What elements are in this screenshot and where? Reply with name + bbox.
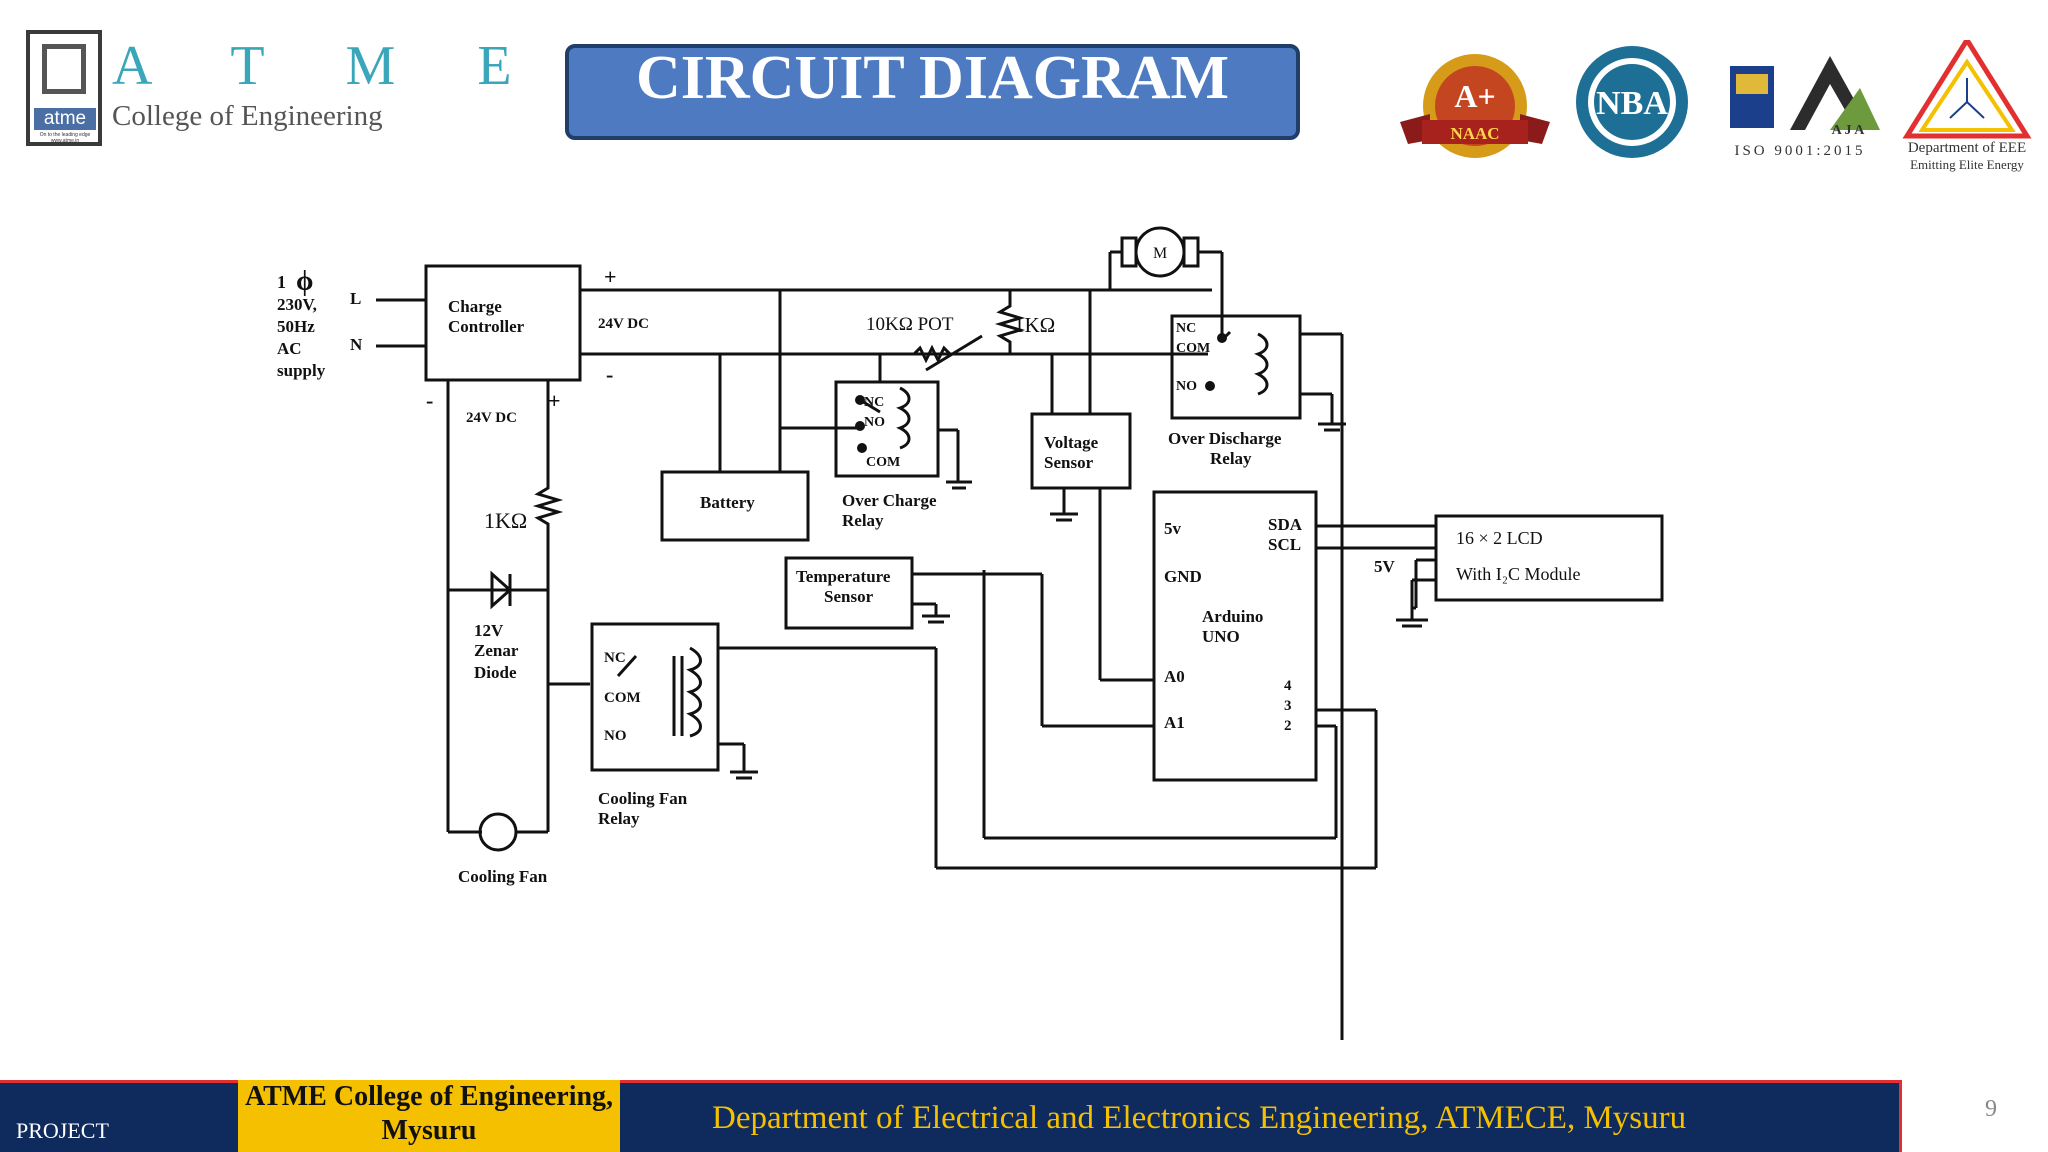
resistor-1k-top-icon bbox=[994, 290, 1026, 354]
arduino-pin-3: 3 bbox=[1284, 698, 1292, 714]
cfr-no: NO bbox=[604, 728, 627, 744]
charge-controller-label-2: Controller bbox=[448, 317, 525, 336]
ocr-nc: NC bbox=[864, 395, 884, 410]
odr-no: NO bbox=[1176, 379, 1197, 394]
naac-grade: A+ bbox=[1454, 78, 1495, 114]
plus-top: + bbox=[604, 264, 617, 289]
arduino-pin-2: 2 bbox=[1284, 718, 1292, 734]
temperature-sensor-label-2: Sensor bbox=[824, 587, 874, 606]
over-discharge-relay-box bbox=[1170, 314, 1302, 420]
footer-department: Department of Electrical and Electronics… bbox=[712, 1100, 1687, 1136]
lcd-label-1: 16 × 2 LCD bbox=[1456, 528, 1543, 548]
voltage-sensor-label-1: Voltage bbox=[1044, 433, 1099, 452]
line-n-label: N bbox=[350, 335, 363, 354]
supply-label: supply bbox=[277, 361, 326, 380]
supply-phase: 1 bbox=[277, 272, 286, 292]
logo-text: atme bbox=[34, 108, 96, 130]
zener-diode-icon bbox=[490, 570, 513, 610]
arduino-pin-scl: SCL bbox=[1268, 535, 1301, 554]
left-24v-label: 24V DC bbox=[466, 410, 517, 426]
line-l-label: L bbox=[350, 289, 361, 308]
page-number: 9 bbox=[1985, 1096, 1997, 1122]
dept-logo-line2: Emitting Elite Energy bbox=[1910, 157, 2024, 172]
voltage-sensor-box bbox=[1030, 412, 1132, 490]
odr-nc: NC bbox=[1176, 321, 1196, 336]
zener-label-3: Diode bbox=[474, 663, 517, 682]
footer-college-name: ATME College of Engineering, Mysuru bbox=[238, 1080, 620, 1152]
arduino-pin-5v: 5v bbox=[1164, 519, 1182, 538]
ocr-no: NO bbox=[864, 415, 885, 430]
charge-controller-box bbox=[424, 264, 582, 382]
temperature-sensor-label-1: Temperature bbox=[796, 567, 891, 586]
minus-rail: - bbox=[606, 362, 613, 387]
arduino-uno-box bbox=[1152, 490, 1318, 782]
cooling-fan-icon bbox=[478, 812, 518, 852]
arduino-pin-sda: SDA bbox=[1268, 515, 1303, 534]
iso-certificate-icon: A J A ISO 9001:2015 bbox=[1730, 56, 1880, 159]
cfr-com: COM bbox=[604, 690, 641, 706]
arduino-pin-a0: A0 bbox=[1164, 667, 1185, 686]
cooling-fan-relay-label-1: Cooling Fan bbox=[598, 789, 688, 808]
battery-box bbox=[660, 470, 810, 542]
over-discharge-label-1: Over Discharge bbox=[1168, 429, 1282, 448]
battery-label: Battery bbox=[700, 493, 755, 512]
atme-logo: atme On to the leading edge www.atme.in bbox=[26, 30, 102, 146]
minus-left: - bbox=[426, 388, 433, 413]
eee-department-logo-icon: Department of EEE Emitting Elite Energy bbox=[1902, 40, 2032, 172]
charge-controller-label-1: Charge bbox=[448, 297, 502, 316]
resistor-1k-left-icon bbox=[532, 476, 564, 684]
arduino-label-2: UNO bbox=[1202, 627, 1240, 646]
motor-label: M bbox=[1153, 245, 1167, 262]
brand-subtitle: College of Engineering bbox=[112, 100, 383, 132]
over-charge-label-2: Relay bbox=[842, 511, 884, 530]
iso-label: ISO 9001:2015 bbox=[1734, 143, 1865, 159]
pot-label: 10KΩ POT bbox=[866, 314, 954, 335]
footer-project-label: PROJECT bbox=[16, 1118, 109, 1143]
logo-tagline: On to the leading edge www.atme.in bbox=[39, 132, 91, 144]
zener-label-1: 12V bbox=[474, 621, 504, 640]
resistor-top-label: 1KΩ bbox=[1014, 313, 1055, 337]
logo-square-mark bbox=[42, 44, 86, 94]
arduino-pin-4: 4 bbox=[1284, 678, 1292, 694]
naac-label: NAAC bbox=[1450, 124, 1499, 143]
dept-logo-line1: Department of EEE bbox=[1908, 140, 2026, 156]
over-charge-label-1: Over Charge bbox=[842, 491, 937, 510]
arduino-label-1: Arduino bbox=[1202, 607, 1263, 626]
odr-com: COM bbox=[1176, 341, 1210, 356]
resistor-left-label: 1KΩ bbox=[484, 508, 527, 533]
cfr-nc: NC bbox=[604, 650, 626, 666]
page-title: CIRCUIT DIAGRAM bbox=[565, 44, 1300, 140]
zener-label-2: Zenar bbox=[474, 641, 519, 660]
naac-seal-icon: A+ NAAC bbox=[1400, 54, 1550, 158]
cooling-fan-label: Cooling Fan bbox=[458, 867, 548, 886]
lcd-5v-label: 5V bbox=[1374, 557, 1396, 576]
circuit-diagram: 1 ϕ 230V, 50Hz AC supply L N Charge Cont… bbox=[277, 226, 1664, 1040]
temperature-sensor-box bbox=[784, 556, 914, 630]
nba-label: NBA bbox=[1596, 85, 1668, 122]
arduino-pin-gnd: GND bbox=[1164, 567, 1202, 586]
over-discharge-label-2: Relay bbox=[1210, 449, 1252, 468]
accreditation-logos: A+ NAAC NBA A J A ISO 9001:2015 Departme… bbox=[1400, 40, 2032, 172]
output-24v-label: 24V DC bbox=[598, 316, 649, 332]
ocr-com: COM bbox=[866, 455, 900, 470]
voltage-sensor-label-2: Sensor bbox=[1044, 453, 1094, 472]
supply-ac: AC bbox=[277, 339, 302, 358]
lcd-label-2: With I₂C Module bbox=[1456, 564, 1581, 584]
phi-symbol-icon: ϕ bbox=[296, 266, 313, 297]
arduino-pin-a1: A1 bbox=[1164, 713, 1185, 732]
cooling-fan-relay-box bbox=[590, 622, 720, 772]
plus-left: + bbox=[548, 388, 561, 413]
nba-seal-icon: NBA bbox=[1576, 46, 1688, 158]
supply-voltage: 230V, bbox=[277, 295, 317, 314]
supply-frequency: 50Hz bbox=[277, 317, 315, 336]
lcd-module-box bbox=[1434, 514, 1664, 602]
aja-label: A J A bbox=[1832, 123, 1866, 138]
cooling-fan-relay-label-2: Relay bbox=[598, 809, 640, 828]
brand-name: A T M E bbox=[112, 35, 546, 97]
